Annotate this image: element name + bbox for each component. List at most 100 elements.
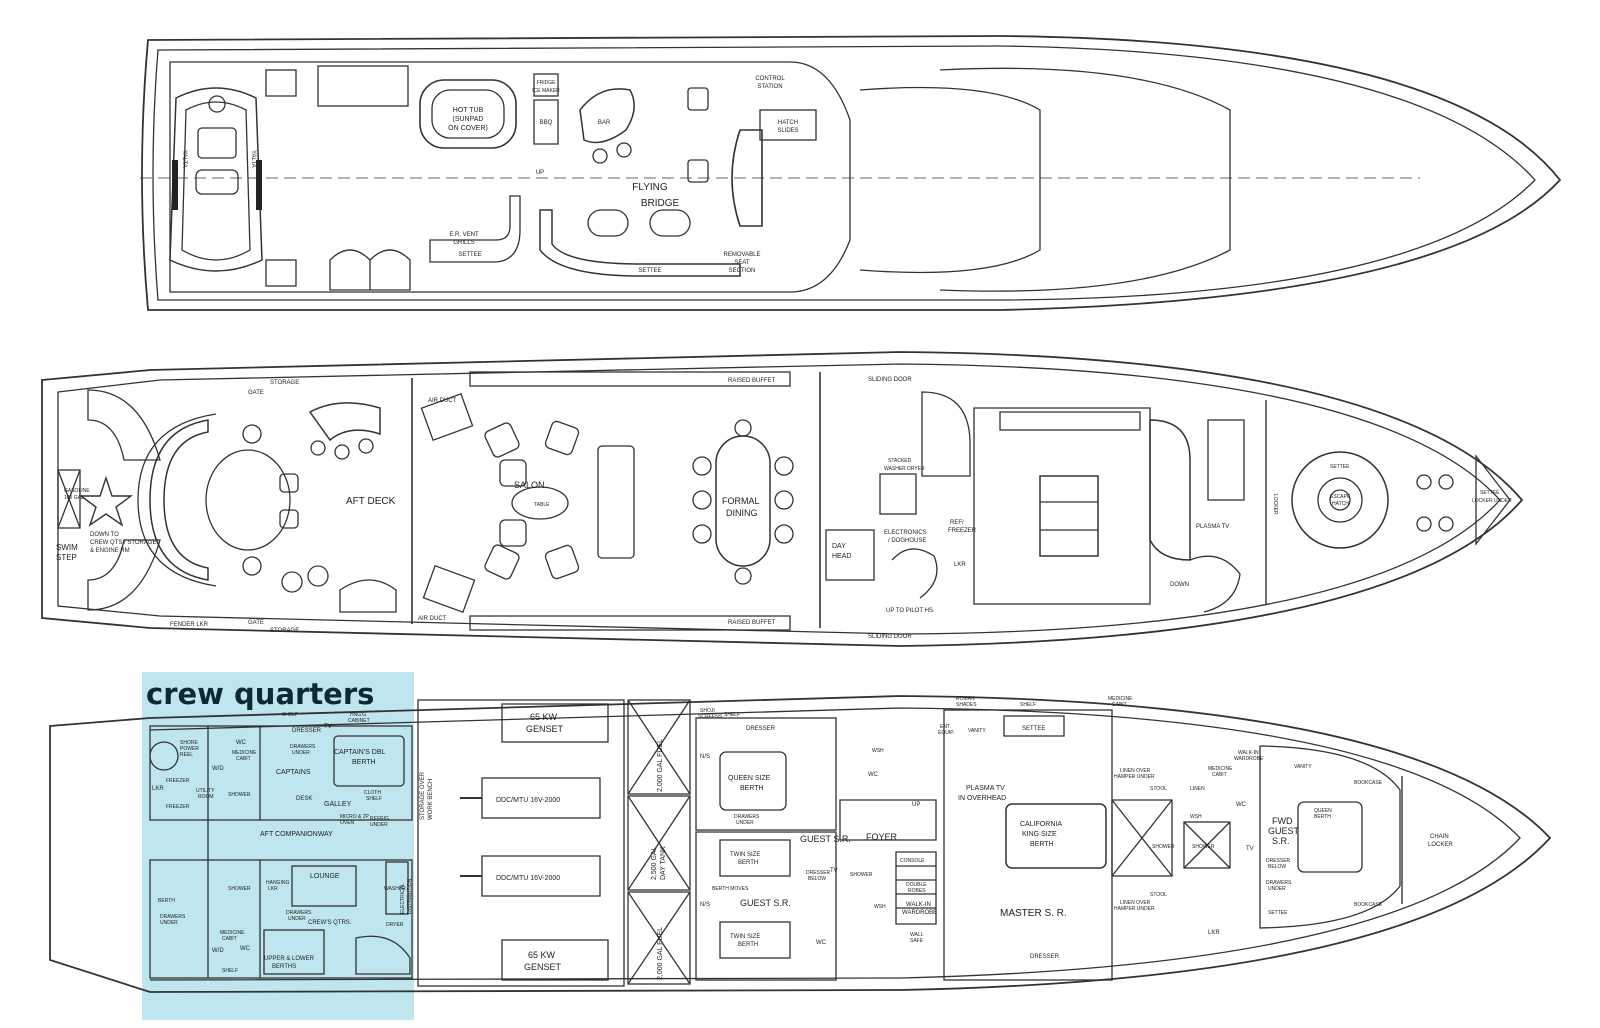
label-stool-a: STOOL xyxy=(1150,786,1167,792)
queen-berth xyxy=(719,751,787,811)
crew-quarters-legend: crew quarters xyxy=(146,677,374,711)
label-foyer: FOYER xyxy=(866,832,898,842)
dining-chair-4 xyxy=(774,456,794,476)
fwd-shower-x2 xyxy=(1183,821,1231,869)
label-hanging-lkr-b-2: LKR xyxy=(268,886,278,892)
label-shelf-master: SHELF xyxy=(1020,702,1036,708)
label-fuel-top: 2,000 GAL FUEL xyxy=(657,739,664,792)
label-medicine-b-2: CABIT xyxy=(222,936,237,942)
label-ent-equip-2: EQUIP. xyxy=(938,730,954,736)
label-guest-sr-a: GUEST S.R. xyxy=(800,834,851,844)
captains-cabin xyxy=(149,725,413,821)
label-shower-master-a: SHOWER xyxy=(1152,844,1175,850)
label-bookcase-b: BOOKCASE xyxy=(1354,902,1383,908)
label-utility: UTILITY xyxy=(196,788,215,794)
fuel-tank-top xyxy=(627,699,691,795)
label-doghouse: / DOGHOUSE xyxy=(888,538,926,544)
label-hanging-lkr-b: HANGING xyxy=(266,880,289,886)
tender-chock-right xyxy=(256,160,262,210)
dining-chair-5 xyxy=(774,490,794,510)
label-dresser-master: DRESSER xyxy=(1030,954,1060,960)
aft-bar-stool-2 xyxy=(334,444,350,460)
label-electrical: ELECTRICAL xyxy=(400,883,406,914)
galley-box xyxy=(973,407,1151,605)
label-dresser-below-2: BELOW xyxy=(808,876,826,882)
label-bar: BAR xyxy=(598,120,611,126)
label-drawers-guest: DRAWERS xyxy=(734,814,760,820)
label-medicine-a: MEDICINE xyxy=(232,750,257,756)
label-swim: SWIM xyxy=(56,543,78,552)
label-down-to-crew-3: & ENGINE RM xyxy=(90,548,130,554)
spiral-stair-aft xyxy=(339,579,397,613)
crew-quarters-highlight xyxy=(142,672,414,1020)
label-wc-fwd: WC xyxy=(1236,802,1247,808)
captains-berth xyxy=(333,735,405,787)
tender-console xyxy=(197,127,237,159)
master-stateroom xyxy=(943,709,1113,981)
fridge-unit xyxy=(533,73,559,97)
bow-settee-locker xyxy=(1475,454,1511,546)
fuel-x-6 xyxy=(627,891,691,985)
label-gate-bottom: GATE xyxy=(248,620,264,626)
label-tv-crew: TV xyxy=(324,724,332,730)
label-sliding-door-top: SLIDING DOOR xyxy=(868,377,912,383)
gasoline-box xyxy=(57,469,81,529)
label-micro: MICRO & 2P xyxy=(340,814,370,820)
label-queen-fwd-2: BERTH xyxy=(1314,814,1331,820)
label-engine-top: DDC/MTU 16V-2000 xyxy=(496,797,560,804)
winch-bottom xyxy=(265,259,297,287)
label-berth-moves: BERTH MOVES xyxy=(712,886,749,892)
lower-deck-hull xyxy=(49,695,1552,993)
label-lkr-a: LKR xyxy=(152,786,164,792)
windlass-1 xyxy=(1416,474,1432,490)
windlass-4 xyxy=(1438,516,1454,532)
label-formal: FORMAL xyxy=(722,496,760,506)
helm-chair-2 xyxy=(687,159,709,183)
label-california: CALIFORNIA xyxy=(1020,821,1062,828)
fwd-queen-berth xyxy=(1297,801,1363,873)
tender-helm xyxy=(208,95,226,113)
label-settee-a: SETTEE xyxy=(458,252,481,258)
label-upper-lower: UPPER & LOWER xyxy=(264,956,315,962)
crew-bunk-room xyxy=(149,859,413,979)
label-bookcase-a: BOOKCASE xyxy=(1354,780,1383,786)
label-ns-b: N/S xyxy=(700,902,710,908)
label-dining: DINING xyxy=(726,508,758,518)
label-shelf-b: SHELF xyxy=(222,968,238,974)
label-california-2: KING SIZE xyxy=(1022,831,1057,838)
label-queen-berth-2: BERTH xyxy=(740,785,764,792)
label-genset-top: 65 KW xyxy=(530,712,558,722)
escape-hatch-core xyxy=(1329,489,1351,511)
main-deck xyxy=(41,351,1524,647)
label-fuel-bottom: 2,000 GAL FUEL xyxy=(657,927,664,980)
label-shower-master-b: SHOWER xyxy=(1192,844,1215,850)
label-air-duct-bottom: AIR DUCT xyxy=(418,616,447,622)
label-settee-fwd-main: SETTEE xyxy=(1330,464,1350,470)
label-aft-deck: AFT DECK xyxy=(346,496,396,507)
label-electronics: ELECTRONICS xyxy=(884,530,927,536)
guest-cabin-twin xyxy=(695,831,837,981)
windlass-2 xyxy=(1416,516,1432,532)
label-chain: CHAIN xyxy=(1430,834,1449,840)
label-control-station: CONTROL xyxy=(755,76,785,82)
label-linen-b: LINEN OVER xyxy=(1120,900,1151,906)
label-console: CONSOLE xyxy=(900,858,925,864)
master-settee xyxy=(1003,715,1065,737)
bow-fairing-inner xyxy=(859,86,1041,274)
label-wc-b: WC xyxy=(240,946,251,952)
label-cloth-shelf: CLOTH xyxy=(364,790,381,796)
label-escape-hatch-2: HATCH xyxy=(1332,501,1349,507)
label-shore-power: SHORE xyxy=(180,740,198,746)
label-queen-berth: QUEEN SIZE xyxy=(728,775,771,782)
label-drawers-c: DRAWERS xyxy=(286,910,312,916)
shore-power-reel xyxy=(149,741,179,771)
flying-bridge-deck-edge xyxy=(169,61,851,293)
dining-chair-3 xyxy=(692,524,712,544)
label-aft-companionway: AFT COMPANIONWAY xyxy=(260,831,333,838)
label-galley-crew: GALLEY xyxy=(324,801,352,808)
label-raised-buffet-bottom: RAISED BUFFET xyxy=(728,620,776,626)
label-shore-power-2: POWER xyxy=(180,746,199,752)
label-lounge: LOUNGE xyxy=(310,873,340,880)
label-wsh-b: WSH xyxy=(874,904,886,910)
label-desk: DESK xyxy=(296,796,312,802)
